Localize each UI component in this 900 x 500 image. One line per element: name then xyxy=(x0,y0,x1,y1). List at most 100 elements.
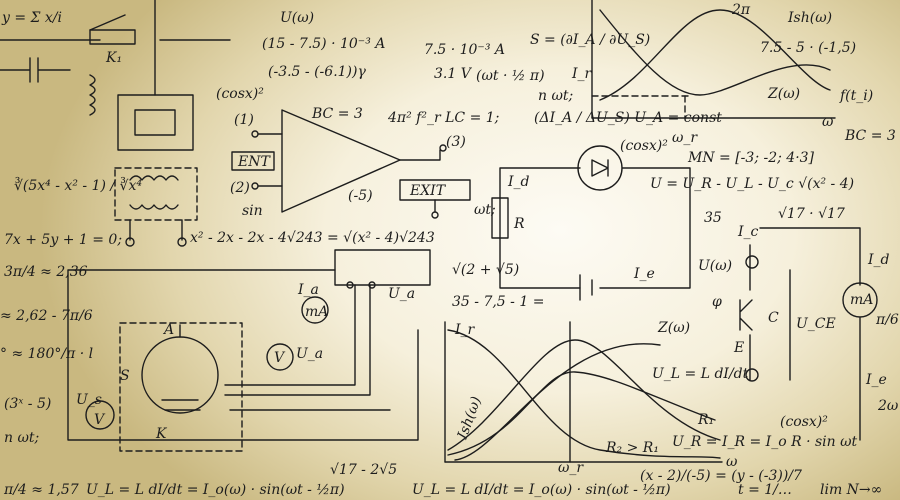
formula-text: 7.5 · 10⁻³ A xyxy=(424,42,505,58)
formula-text: U_L = L dI/dt = I_o(ω) · sin(ωt - ½π) xyxy=(412,482,671,498)
formula-text: 35 - 7,5 - 1 = xyxy=(452,294,544,310)
formula-text: I_d xyxy=(867,252,890,268)
formula-text: U_s xyxy=(76,392,102,408)
formula-text: y = Σ x/i xyxy=(1,10,62,26)
formula-text: BC = 3 xyxy=(311,106,363,122)
formula-text: π/6 xyxy=(875,312,899,328)
formula-text: A xyxy=(162,322,174,338)
formula-text: (-3.5 - (-6.1))γ xyxy=(268,64,366,80)
formula-text: n ωt; xyxy=(538,88,573,104)
formula-text: 7.5 - 5 · (-1,5) xyxy=(760,40,856,56)
formula-text: EXIT xyxy=(409,183,447,199)
formula-text: 4π² f²_r LC = 1; xyxy=(387,110,499,126)
formula-text: Ish(ω) xyxy=(454,394,484,442)
formula-text: (1) xyxy=(234,112,254,128)
formula-text: ENT xyxy=(237,154,271,170)
formula-text: U_L = L dI/dt = I_o(ω) · sin(ωt - ½π) xyxy=(86,482,345,498)
formula-text: U(ω) xyxy=(698,258,732,274)
formula-text: ∛(5x⁴ - x² - 1) / ∛x⁴ xyxy=(14,177,142,194)
graph-top-right xyxy=(591,0,836,119)
curve-ish xyxy=(599,9,831,101)
tube-circuit xyxy=(67,249,431,452)
formula-text: 7x + 5y + 1 = 0; xyxy=(4,232,122,248)
formula-text: Z(ω) xyxy=(657,320,690,336)
formula-text: ° ≈ 180°/π · l xyxy=(0,346,93,362)
formula-text: 2ω xyxy=(877,398,899,414)
formula-text: ω_r xyxy=(672,130,698,146)
diode-circuit xyxy=(491,145,691,301)
formula-text: I_r xyxy=(571,66,593,82)
formula-text: R₁ xyxy=(697,412,714,428)
formula-text: I_r xyxy=(454,322,476,338)
transistor-circuit xyxy=(739,227,878,441)
formula-text: MN = [-3; -2; 4·3] xyxy=(687,150,815,166)
formula-text: 3.1 V xyxy=(434,66,473,82)
formula-text: (-5) xyxy=(348,188,373,204)
formula-text: (ΔI_A / ΔU_S) U_A = const xyxy=(534,110,722,126)
formula-text: R₂ > R₁ xyxy=(605,440,659,456)
formula-text: (cosx)² xyxy=(620,138,668,154)
curve-2 xyxy=(447,339,721,451)
formula-text: BC = 3 xyxy=(844,128,896,144)
formula-text: (3) xyxy=(446,134,466,150)
formula-text: I_c xyxy=(737,224,759,240)
formula-text: lim N→∞ xyxy=(820,482,882,498)
formula-text: t = 1/… xyxy=(738,482,792,498)
formula-text: K xyxy=(155,426,168,442)
formula-text: Z(ω) xyxy=(767,86,800,102)
formula-text: ω xyxy=(822,114,834,130)
formula-text: C xyxy=(768,310,779,326)
formula-text: √17 · √17 xyxy=(778,206,845,222)
amplifier xyxy=(231,109,471,219)
formula-text: V xyxy=(94,412,106,428)
formula-text: U_L = L dI/dt xyxy=(652,366,749,382)
formula-text: mA xyxy=(305,304,328,320)
graph-bottom xyxy=(444,321,723,463)
formula-text: n ωt; xyxy=(4,430,39,446)
formula-text: U_R = I_R = I_o R · sin ωt xyxy=(672,434,858,450)
formula-text: Ish(ω) xyxy=(787,10,832,26)
formula-text: I_d xyxy=(507,174,530,190)
formula-text: 3π/4 ≈ 2,36 xyxy=(4,264,88,280)
formula-text: S = (∂I_A / ∂U_S) xyxy=(530,32,650,48)
formula-text: 35 xyxy=(704,210,722,226)
formula-text: U(ω) xyxy=(280,10,314,26)
formula-text: I_e xyxy=(865,372,887,388)
formula-text: U_CE xyxy=(796,316,836,332)
formula-text: 2π xyxy=(731,2,751,18)
curve-4 xyxy=(454,343,661,461)
formula-text: mA xyxy=(850,292,873,308)
formula-text: π/4 ≈ 1,57 xyxy=(3,482,79,498)
curve-1 xyxy=(447,329,721,459)
formula-text: ωt; xyxy=(474,202,496,218)
formula-text: K₁ xyxy=(105,50,122,66)
formula-text: U_a xyxy=(296,346,323,362)
formula-text: E xyxy=(733,340,744,356)
formula-text: f(t_i) xyxy=(839,88,873,104)
formula-text: I_e xyxy=(633,266,655,282)
formula-text: S xyxy=(120,368,130,384)
formula-text: ω_r xyxy=(558,460,584,476)
formula-text: √(2 + √5) xyxy=(452,262,519,278)
formula-text: √17 - 2√5 xyxy=(330,462,397,478)
formula-text: (15 - 7.5) · 10⁻³ A xyxy=(262,36,385,52)
formula-text: (ωt · ½ π) xyxy=(476,68,545,84)
formula-text: (x - 2)/(-5) = (y - (-3))/7 xyxy=(640,468,802,484)
formula-text: ≈ 2,62 - 7π/6 xyxy=(0,308,93,324)
formula-text: ω xyxy=(726,454,738,470)
curve-z xyxy=(599,9,831,96)
formula-text: x² - 2x - 2x - 4√243 = √(x² - 4)√243 xyxy=(190,230,435,246)
transformer xyxy=(0,0,231,247)
formula-text: φ xyxy=(712,294,722,310)
formula-text: (cosx)² xyxy=(216,86,264,102)
formula-text: (2) xyxy=(230,180,250,196)
formula-text: U_a xyxy=(388,286,415,302)
formula-text: U = U_R - U_L - U_c √(x² - 4) xyxy=(650,176,854,192)
formula-text: R xyxy=(513,216,525,232)
formula-text: sin xyxy=(242,203,263,219)
formula-text: (cosx)² xyxy=(780,414,828,430)
formula-text: I_a xyxy=(297,282,319,298)
